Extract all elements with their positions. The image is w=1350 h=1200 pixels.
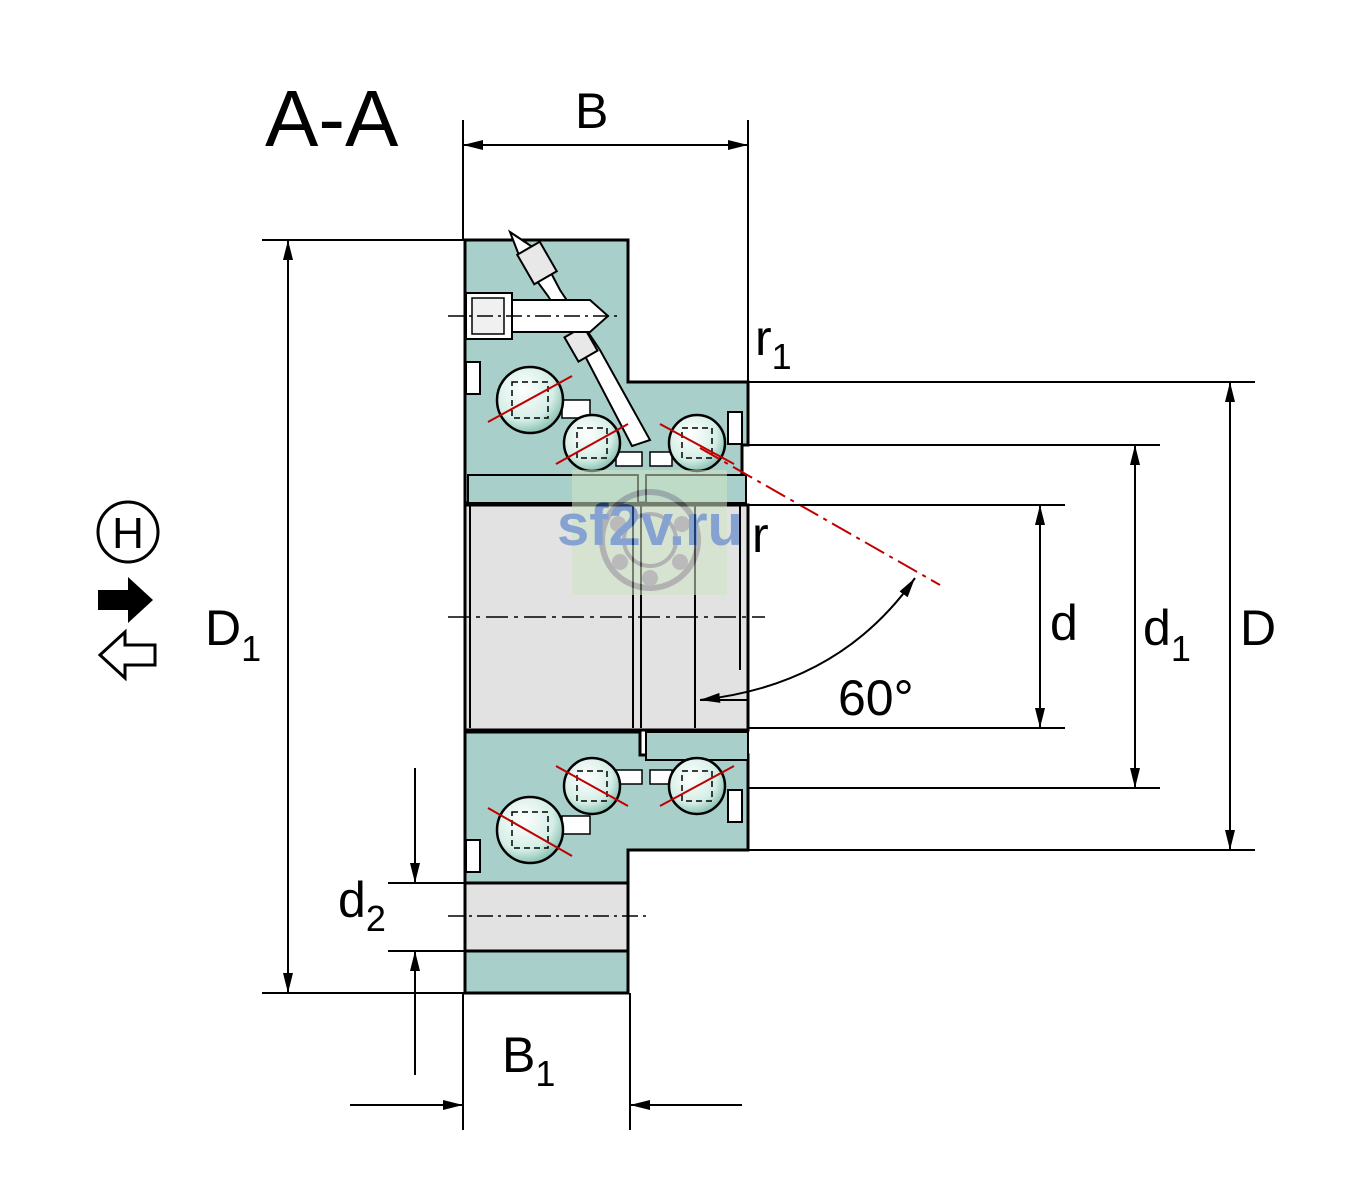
mounting-symbols: H (96, 500, 160, 682)
section-title: A-A (265, 74, 399, 163)
dimension-lines (262, 120, 1255, 1130)
right-arrow-filled-icon (98, 577, 153, 623)
labels: A-A B r1 r D1 d d1 D 60° d2 B1 (205, 74, 1276, 1094)
label-B: B (575, 83, 608, 139)
rolling-balls (487, 365, 735, 865)
watermark-logo: sf2v.ru (557, 470, 743, 595)
label-D: D (1240, 600, 1276, 656)
contact-angle-line (699, 447, 941, 586)
watermark-text: sf2v.ru (557, 493, 743, 558)
ball-upper-mid (555, 413, 629, 473)
label-d1: d1 (1143, 600, 1191, 669)
ball-upper-large (487, 365, 573, 435)
label-d: d (1050, 595, 1078, 651)
h-circle-icon (96, 500, 160, 564)
left-arrow-outline-icon (97, 628, 157, 682)
label-angle: 60° (838, 670, 914, 726)
h-symbol-label: H (112, 509, 144, 558)
label-d2: d2 (338, 872, 386, 939)
ball-lower-mid (555, 756, 629, 816)
label-D1: D1 (205, 600, 261, 669)
ball-lower-right (659, 756, 735, 816)
label-B1: B1 (502, 1027, 555, 1094)
label-r: r (752, 507, 769, 563)
label-r1: r1 (755, 310, 792, 377)
ball-lower-large (487, 795, 573, 865)
